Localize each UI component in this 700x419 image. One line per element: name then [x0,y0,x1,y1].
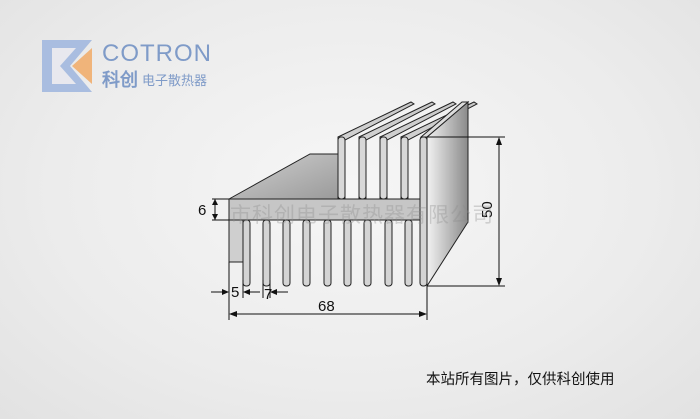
brand-subtitle: 电子散热器 [142,74,208,89]
brand-cn: 科创 [102,70,138,91]
brand-name: COTRON [102,40,212,67]
dim-base-thickness: 6 [198,202,206,219]
caption: 本站所有图片，仅供科创使用 [426,372,615,388]
top-plate [227,153,341,200]
dim-first-gap: 5 [231,284,239,301]
watermark: 市科创电子散热器有限公司 [230,203,494,227]
dim-height: 50 [479,201,496,218]
dim-width: 68 [318,298,335,315]
dimension-lines [211,136,505,320]
lower-fins [242,136,428,287]
cotron-logo-icon [42,40,92,92]
upper-fin-fronts [337,136,409,200]
dim-fin-pitch: 7 [264,286,272,303]
